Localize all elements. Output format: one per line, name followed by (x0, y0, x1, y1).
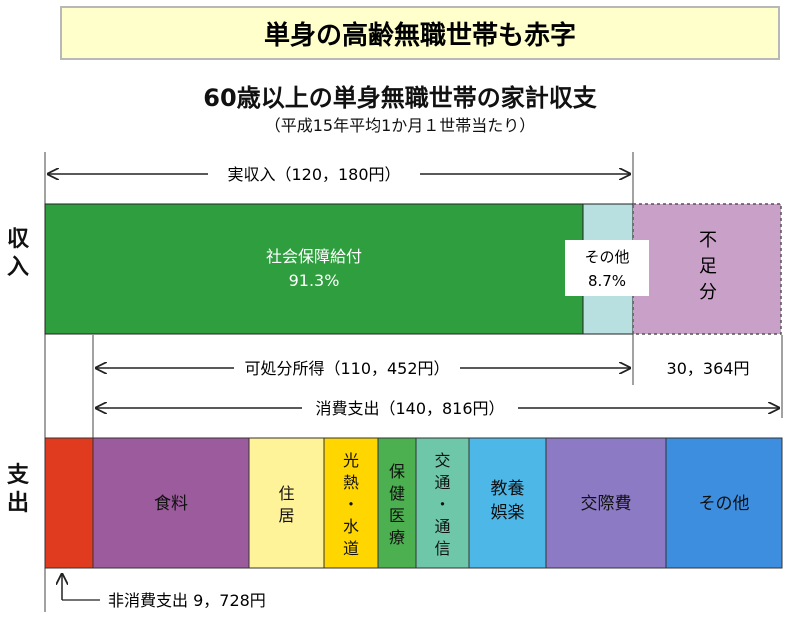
expense-segment (248, 437, 325, 569)
deficit-char: 足 (699, 256, 717, 277)
disposable-income-label: 可処分所得（110，452円） (244, 359, 449, 378)
income-bar (44, 203, 782, 335)
expense-label-char: 療 (389, 528, 405, 547)
other-income-label: その他 (584, 248, 629, 266)
deficit-label: 不足分 (699, 230, 717, 303)
expense-segment (468, 437, 547, 569)
expense-label-char: ・ (434, 495, 450, 514)
non-consumption-label: 非消費支出 9，728円 (108, 591, 266, 610)
other-income-callout (565, 240, 649, 296)
expense-segment (323, 437, 379, 569)
expense-label-char: 熱 (343, 473, 359, 492)
expense-segment (44, 437, 94, 569)
income-segment-social-security (44, 203, 584, 335)
consumption-label-bg (302, 396, 518, 420)
expense-label-char: 住 (278, 484, 294, 503)
chart-title: 60歳以上の単身無職世帯の家計収支 (203, 84, 597, 112)
deficit-amount-label: 30，364円 (667, 359, 750, 378)
expense-segment (92, 437, 250, 569)
income-segment-deficit (632, 203, 782, 335)
social-security-pct: 91.3% (289, 271, 340, 290)
expense-label-char: 道 (343, 539, 359, 558)
disposable-label-bg (234, 356, 460, 380)
deficit-char: 分 (699, 282, 717, 303)
expense-bar: 食料住居光熱・水道保健医療交通・通信教養娯楽交際費その他 (44, 437, 783, 569)
expense-label-char: 保 (389, 462, 405, 481)
expense-label-char: 通 (434, 517, 450, 536)
expense-label-char: 信 (434, 539, 450, 558)
headline-banner: 単身の高齢無職世帯も赤字 (60, 6, 780, 60)
real-income-label: 実収入（120，180円） (227, 165, 400, 184)
income-side-label: 収 入 (6, 227, 29, 280)
expense-segment (665, 437, 783, 569)
expense-label: 娯楽 (491, 503, 525, 523)
expense-label: 教養 (491, 479, 525, 499)
social-security-label: 社会保障給付 (266, 247, 362, 266)
expense-segment (415, 437, 470, 569)
chart-subtitle: （平成15年平均1か月１世帯当たり） (264, 116, 536, 135)
expense-label-char: 通 (434, 473, 450, 492)
consumption-label: 消費支出（140，816円） (315, 399, 504, 418)
expense-label-char: 医 (389, 506, 405, 525)
expense-segment (545, 437, 667, 569)
expense-label-char: 健 (389, 484, 405, 503)
expense-label-char: 交 (434, 451, 450, 470)
expense-label-char: 居 (278, 506, 294, 525)
real-income-label-bg (208, 162, 420, 186)
expense-label-char: 光 (343, 451, 359, 470)
expense-label: 食料 (154, 494, 188, 514)
other-income-pct: 8.7% (588, 272, 626, 290)
deficit-char: 不 (699, 230, 717, 251)
expense-label-char: 水 (343, 517, 359, 536)
expense-label: その他 (699, 494, 750, 514)
expense-segment (377, 437, 417, 569)
headline-text: 単身の高齢無職世帯も赤字 (263, 20, 576, 51)
expense-label-char: ・ (343, 495, 359, 514)
expense-side-label: 支 出 (6, 463, 29, 516)
expense-label: 交際費 (581, 494, 632, 514)
